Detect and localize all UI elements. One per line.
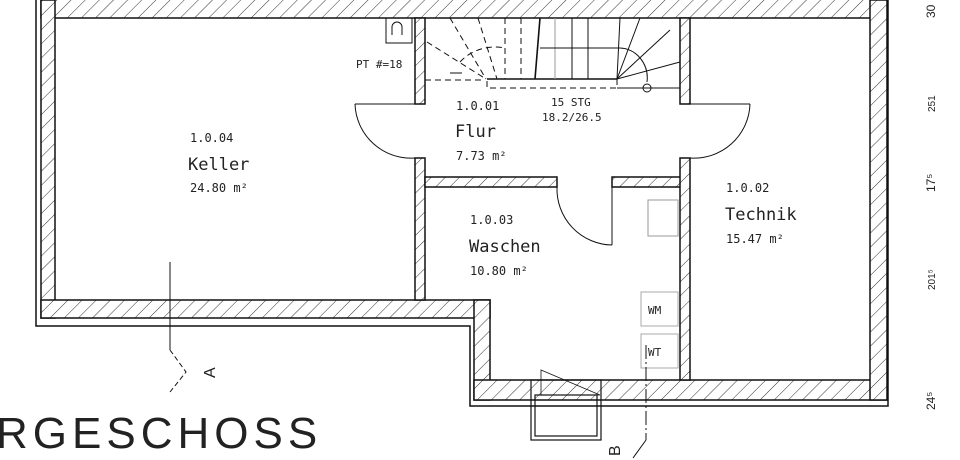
section-marker-a <box>169 262 187 393</box>
svg-text:Technik: Technik <box>725 205 797 225</box>
svg-text:1.0.01: 1.0.01 <box>456 99 499 113</box>
svg-text:15.47 m²: 15.47 m² <box>726 232 784 246</box>
washer-icon <box>640 291 679 327</box>
svg-text:10.80 m²: 10.80 m² <box>470 264 528 278</box>
svg-text:Flur: Flur <box>455 122 496 142</box>
svg-text:251: 251 <box>927 95 938 112</box>
stair-ratio: 18.2/26.5 <box>542 111 602 124</box>
light-well <box>530 369 602 441</box>
svg-text:24.80 m²: 24.80 m² <box>190 181 248 195</box>
svg-text:201⁵: 201⁵ <box>927 269 938 290</box>
section-marker-b <box>632 345 647 459</box>
svg-text:Waschen: Waschen <box>469 237 541 257</box>
washer-label: WM <box>648 304 662 317</box>
room-flur: 1.0.01 Flur 7.73 m² <box>455 99 507 163</box>
sink-icon <box>647 199 679 237</box>
svg-text:1.0.03: 1.0.03 <box>470 213 513 227</box>
dimension-labels: 30 251 17⁵ 201⁵ 24⁵ <box>924 4 938 410</box>
room-technik: 1.0.02 Technik 15.47 m² <box>725 181 797 246</box>
svg-text:Keller: Keller <box>188 155 249 175</box>
svg-text:7.73 m²: 7.73 m² <box>456 149 507 163</box>
dryer-label: WT <box>648 346 662 359</box>
room-keller: 1.0.04 Keller 24.80 m² <box>188 131 249 195</box>
svg-text:30: 30 <box>924 4 938 18</box>
pt-fixture-icon <box>385 17 413 44</box>
room-waschen: 1.0.03 Waschen 10.80 m² <box>469 213 541 278</box>
section-b-label: B <box>607 445 624 456</box>
outer-contour <box>35 0 889 407</box>
floor-title: RGESCHOSS <box>0 409 322 458</box>
staircase <box>425 17 681 93</box>
section-a-label: A <box>202 367 219 378</box>
dryer-icon <box>640 333 679 369</box>
stair-steps: 15 STG <box>551 96 591 109</box>
svg-text:24⁵: 24⁵ <box>924 392 938 410</box>
svg-text:1.0.02: 1.0.02 <box>726 181 769 195</box>
doors <box>354 103 751 246</box>
svg-text:1.0.04: 1.0.04 <box>190 131 233 145</box>
svg-text:17⁵: 17⁵ <box>924 174 938 192</box>
walls <box>40 0 888 401</box>
fixture-label: PT #=18 <box>356 58 402 71</box>
